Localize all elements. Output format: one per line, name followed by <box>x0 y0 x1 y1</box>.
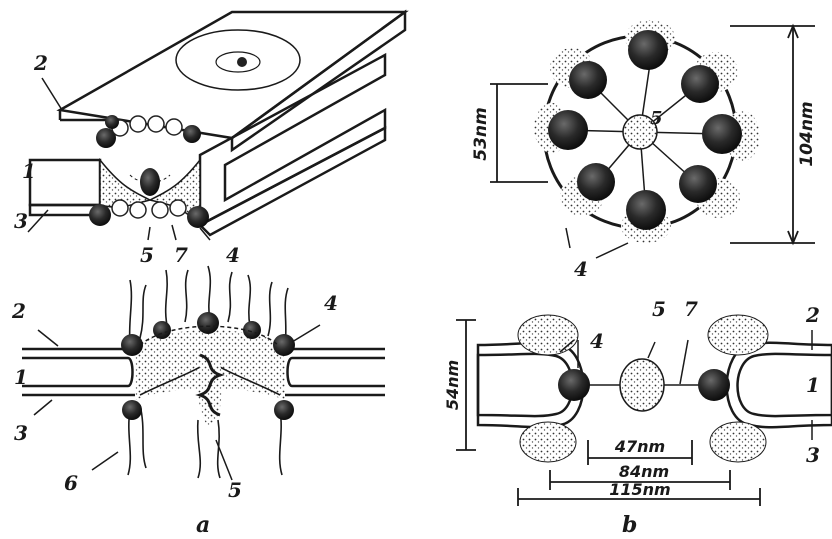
label-4-a-top: 4 <box>226 243 240 267</box>
dim-text-115: 115nm <box>609 480 670 499</box>
dim-text-53: 53nm <box>471 107 491 160</box>
envelope-3d-view <box>28 12 405 240</box>
label-1-a-top: 1 <box>22 159 36 183</box>
label-4-b-bottom: 4 <box>590 329 604 353</box>
dim-text-84: 84nm <box>619 462 669 481</box>
label-5-a-bottom: 5 <box>228 478 242 502</box>
label-2-a-bottom: 2 <box>11 299 26 323</box>
pore-top-view <box>490 20 815 258</box>
label-6-a-bottom: 6 <box>64 471 78 495</box>
pore-ring-top-face <box>176 30 300 90</box>
label-7-a-top: 7 <box>174 243 188 267</box>
label-3-a-top: 3 <box>14 209 28 233</box>
label-3-b-bottom: 3 <box>806 443 820 467</box>
central-plug <box>198 345 222 425</box>
label-2-b-bottom: 2 <box>805 303 820 327</box>
label-4-b-top: 4 <box>574 257 588 281</box>
dim-text-47: 47nm <box>614 437 665 456</box>
label-7-b-bottom: 7 <box>684 297 698 321</box>
label-4-a-bottom: 4 <box>324 291 338 315</box>
panel-label-b: b <box>622 512 637 538</box>
label-5-a-top: 5 <box>140 243 154 267</box>
label-3-a-bottom: 3 <box>14 421 28 445</box>
perinuclear-space-right <box>200 55 385 225</box>
dim-text-54: 54nm <box>443 360 462 410</box>
label-1-a-bottom: 1 <box>14 365 28 389</box>
label-5-b-top: 5 <box>650 108 663 129</box>
dim-text-104: 104nm <box>797 101 817 166</box>
label-1-b-bottom: 1 <box>806 373 820 397</box>
panel-label-a: a <box>196 512 210 538</box>
subunits-cytoplasmic-ring <box>96 115 201 148</box>
label-2-a-top: 2 <box>33 51 48 75</box>
label-5-b-bottom: 5 <box>652 297 666 321</box>
